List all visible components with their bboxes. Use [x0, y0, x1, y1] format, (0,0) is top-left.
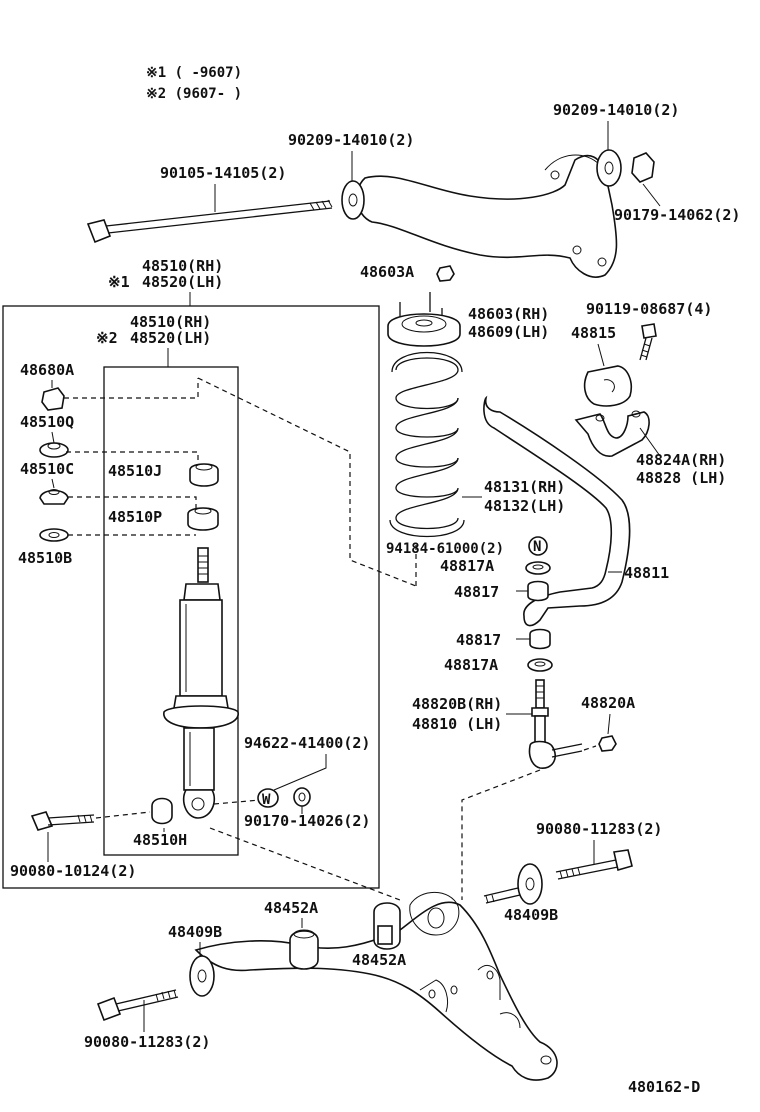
label-90170-14026: 90170-14026(2): [244, 812, 370, 830]
label-48828-lh: 48828 (LH): [636, 469, 726, 487]
label-48131-rh: 48131(RH): [484, 478, 565, 496]
shock-assembly-inner-box: [103, 366, 239, 856]
stabilizer-cushion-48817-upper[interactable]: [527, 580, 549, 602]
label-90080-10124: 90080-10124(2): [10, 862, 136, 880]
upper-arm[interactable]: [356, 154, 618, 278]
shock-washer-W[interactable]: W: [257, 788, 279, 808]
label-48452A-1: 48452A: [264, 899, 318, 917]
lower-arm-bolt-left[interactable]: [96, 989, 179, 1022]
note-mark-1: ※1: [108, 273, 130, 291]
label-48817A-2: 48817A: [444, 656, 498, 674]
upper-arm-bushing-washer-front[interactable]: [341, 180, 365, 220]
label-90119-08687: 90119-08687(4): [586, 300, 712, 318]
label-48452A-2: 48452A: [352, 951, 406, 969]
coil-spring[interactable]: [389, 351, 465, 538]
upper-arm-nut[interactable]: [631, 152, 655, 183]
label-48680A: 48680A: [20, 361, 74, 379]
spring-mount-nut-48603A[interactable]: [436, 265, 455, 282]
figure-code: 480162-D: [628, 1078, 700, 1096]
label-48510C: 48510C: [20, 460, 74, 478]
lower-arm-bolt-right[interactable]: [555, 849, 633, 880]
stabilizer-retainer-48817A-upper[interactable]: [525, 561, 551, 575]
shock-bushing-48510P[interactable]: [187, 507, 219, 531]
label-48817-2: 48817: [456, 631, 501, 649]
label-48817A-1: 48817A: [440, 557, 494, 575]
label-48510-rh-2: 48510(RH): [130, 313, 211, 331]
shock-bushing-48510C[interactable]: [39, 489, 69, 505]
note-1: ※1 ( -9607): [146, 65, 242, 81]
label-48409B-1: 48409B: [168, 923, 222, 941]
label-48510-rh-1: 48510(RH): [142, 257, 223, 275]
note-mark-2: ※2: [96, 329, 118, 347]
label-90080-11283-left: 90080-11283(2): [84, 1033, 210, 1051]
shock-cap-48680A[interactable]: [41, 387, 65, 411]
lower-arm-bushing-48452A-right[interactable]: [373, 902, 401, 950]
shock-cushion-48510Q[interactable]: [39, 442, 69, 458]
label-48603-rh: 48603(RH): [468, 305, 549, 323]
shock-assembly-outer-box: [2, 305, 380, 889]
spring-upper-seat[interactable]: [387, 292, 461, 347]
upper-arm-bolt[interactable]: [86, 199, 333, 244]
mark-n: N: [533, 539, 541, 555]
label-90209-14010-front: 90209-14010(2): [288, 131, 414, 149]
stabilizer-link-nut-48820A[interactable]: [598, 735, 617, 752]
label-48510H: 48510H: [133, 831, 187, 849]
shock-lower-bolt[interactable]: [30, 811, 95, 831]
lower-arm-bushing-48452A-left[interactable]: [289, 929, 319, 970]
label-90209-14010-rear: 90209-14010(2): [553, 101, 679, 119]
label-48409B-2: 48409B: [504, 906, 558, 924]
label-90179-14062: 90179-14062(2): [614, 206, 740, 224]
label-94622-41400: 94622-41400(2): [244, 734, 370, 752]
label-48510P: 48510P: [108, 508, 162, 526]
label-48520-lh-1: 48520(LH): [142, 273, 223, 291]
mark-w: W: [262, 792, 271, 808]
label-48810-lh: 48810 (LH): [412, 715, 502, 733]
label-48811: 48811: [624, 564, 669, 582]
label-48609-lh: 48609(LH): [468, 323, 549, 341]
shock-washer-48510B[interactable]: [39, 528, 69, 542]
stabilizer-retainer-48817A-lower[interactable]: [527, 658, 553, 672]
shock-lower-bushing-48510H[interactable]: [151, 797, 173, 825]
label-48510B: 48510B: [18, 549, 72, 567]
stabilizer-cushion-48817-lower[interactable]: [529, 628, 551, 650]
label-48603A: 48603A: [360, 263, 414, 281]
bracket-bolt[interactable]: [639, 323, 657, 361]
note-2: ※2 (9607- ): [146, 86, 242, 102]
shock-bushing-48510J[interactable]: [189, 463, 219, 487]
label-48824A-rh: 48824A(RH): [636, 451, 726, 469]
label-48510J: 48510J: [108, 462, 162, 480]
lower-arm-washer-48409B-right[interactable]: [517, 863, 543, 905]
lower-arm-washer-48409B-left[interactable]: [189, 955, 215, 997]
label-94184-61000: 94184-61000(2): [386, 541, 504, 557]
label-90105-14105: 90105-14105(2): [160, 164, 286, 182]
label-48820A: 48820A: [581, 694, 635, 712]
stabilizer-bushing-48815[interactable]: [583, 365, 633, 407]
label-48820B-rh: 48820B(RH): [412, 695, 502, 713]
stabilizer-bar[interactable]: [483, 395, 631, 627]
label-48817-1: 48817: [454, 583, 499, 601]
shock-absorber[interactable]: [163, 547, 239, 819]
lower-arm[interactable]: [194, 891, 558, 1081]
upper-arm-bushing-washer-rear[interactable]: [596, 149, 622, 187]
stabilizer-link[interactable]: [528, 679, 583, 769]
nut-mark-N: N: [528, 536, 548, 556]
stabilizer-bracket[interactable]: [574, 410, 650, 457]
lower-arm-bolt-stub[interactable]: [483, 887, 521, 904]
label-48520-lh-2: 48520(LH): [130, 329, 211, 347]
label-90080-11283-right: 90080-11283(2): [536, 820, 662, 838]
label-48132-lh: 48132(LH): [484, 497, 565, 515]
label-48510Q: 48510Q: [20, 413, 74, 431]
label-48815: 48815: [571, 324, 616, 342]
shock-lower-nut[interactable]: [293, 787, 311, 807]
